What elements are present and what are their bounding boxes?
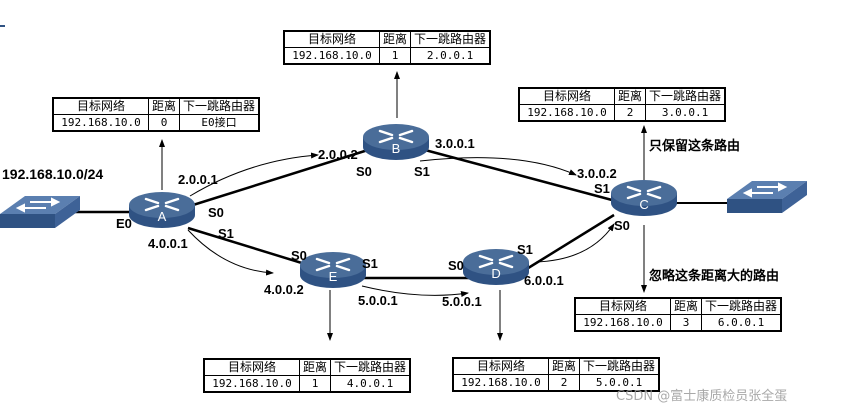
header-distance: 距离 <box>147 97 181 115</box>
header-next-hop: 下一跳路由器 <box>330 358 411 376</box>
switch-left <box>0 195 81 229</box>
routing-table-a: 目标网络 距离 下一跳路由器 192.168.10.0 0 E0接口 <box>52 97 261 132</box>
link-d-c <box>524 213 615 272</box>
corner-artifact <box>0 25 5 27</box>
router-d-label: D <box>491 266 500 281</box>
cell-distance: 2 <box>547 374 581 392</box>
link-a-e <box>187 226 319 270</box>
router-d[interactable]: D <box>461 247 531 287</box>
cell-distance: 0 <box>147 114 181 132</box>
d-s0-ip: 5.0.0.1 <box>442 294 482 309</box>
cell-network: 192.168.10.0 <box>52 114 149 132</box>
router-c[interactable]: C <box>609 178 679 218</box>
cell-network: 192.168.10.0 <box>283 47 380 65</box>
cell-network: 192.168.10.0 <box>574 314 671 332</box>
cell-network: 192.168.10.0 <box>518 104 615 122</box>
d-s1-ip: 6.0.0.1 <box>524 273 564 288</box>
header-network: 目标网络 <box>452 357 549 375</box>
routing-table-d: 目标网络 距离 下一跳路由器 192.168.10.0 2 5.0.0.1 <box>452 357 661 392</box>
router-e-label: E <box>329 269 338 284</box>
d-s1-label: S1 <box>517 242 533 257</box>
e-s1-label: S1 <box>362 256 378 271</box>
update-arrow-e-d <box>361 285 469 297</box>
header-next-hop: 下一跳路由器 <box>410 30 491 48</box>
network-label: 192.168.10.0/24 <box>2 166 104 182</box>
cell-distance: 3 <box>669 314 703 332</box>
header-next-hop: 下一跳路由器 <box>645 87 726 105</box>
cell-distance: 1 <box>298 375 332 393</box>
a-s1-label: S1 <box>218 226 234 241</box>
router-b[interactable]: B <box>361 122 431 162</box>
header-network: 目标网络 <box>283 30 380 48</box>
routing-table-b: 目标网络 距离 下一跳路由器 192.168.10.0 1 2.0.0.1 <box>283 30 492 65</box>
a-s0-ip: 2.0.0.1 <box>178 172 218 187</box>
b-s0-label: S0 <box>356 164 372 179</box>
b-s0-ip: 2.0.0.2 <box>318 147 358 162</box>
update-arrow-b-c <box>419 157 577 176</box>
update-arrow-a-e <box>187 229 274 276</box>
cell-next-hop: 6.0.0.1 <box>701 314 782 332</box>
header-distance: 距离 <box>547 357 581 375</box>
b-s1-label: S1 <box>414 164 430 179</box>
c-s1-ip: 3.0.0.2 <box>577 166 617 181</box>
update-arrow-d-c <box>535 223 615 263</box>
header-network: 目标网络 <box>203 358 300 376</box>
header-network: 目标网络 <box>518 87 615 105</box>
header-network: 目标网络 <box>574 297 671 315</box>
header-network: 目标网络 <box>52 97 149 115</box>
cell-distance: 2 <box>613 104 647 122</box>
a-s0-label: S0 <box>208 205 224 220</box>
a-e0-label: E0 <box>116 216 132 231</box>
b-s1-ip: 3.0.0.1 <box>435 136 475 151</box>
cell-network: 192.168.10.0 <box>203 375 300 393</box>
header-next-hop: 下一跳路由器 <box>701 297 782 315</box>
routing-table-c-ignored: 目标网络 距离 下一跳路由器 192.168.10.0 3 6.0.0.1 <box>574 297 783 332</box>
e-s1-ip: 5.0.0.1 <box>358 293 398 308</box>
header-distance: 距离 <box>613 87 647 105</box>
routing-table-c-kept: 目标网络 距离 下一跳路由器 192.168.10.0 2 3.0.0.1 <box>518 87 727 122</box>
cell-next-hop: 4.0.0.1 <box>330 375 411 393</box>
a-s1-ip: 4.0.0.1 <box>148 236 188 251</box>
c-s0-label: S0 <box>614 218 630 233</box>
c-s1-label: S1 <box>594 181 610 196</box>
router-c-label: C <box>639 197 648 212</box>
keep-route-note: 只保留这条路由 <box>649 139 741 154</box>
ignore-route-note: 忽略这条距离大的路由 <box>649 269 780 284</box>
routing-table-e: 目标网络 距离 下一跳路由器 192.168.10.0 1 4.0.0.1 <box>203 358 412 393</box>
router-e[interactable]: E <box>298 250 368 290</box>
update-arrow-a-b <box>189 152 319 197</box>
cell-network: 192.168.10.0 <box>452 374 549 392</box>
cell-distance: 1 <box>378 47 412 65</box>
cell-next-hop: 2.0.0.1 <box>410 47 491 65</box>
router-a[interactable]: A <box>127 190 197 230</box>
header-distance: 距离 <box>669 297 703 315</box>
link-a-b <box>192 148 369 207</box>
cell-next-hop: 5.0.0.1 <box>579 374 660 392</box>
e-s0-label: S0 <box>291 248 307 263</box>
watermark: CSDN @富士康质检员张全蛋 <box>616 389 788 404</box>
d-s0-label: S0 <box>448 258 464 273</box>
header-distance: 距离 <box>298 358 332 376</box>
switch-right <box>726 180 808 214</box>
cell-next-hop: E0接口 <box>179 114 260 132</box>
e-s0-ip: 4.0.0.2 <box>264 282 304 297</box>
header-next-hop: 下一跳路由器 <box>179 97 260 115</box>
router-a-label: A <box>158 209 167 224</box>
cell-next-hop: 3.0.0.1 <box>645 104 726 122</box>
header-distance: 距离 <box>378 30 412 48</box>
router-b-label: B <box>392 141 401 156</box>
header-next-hop: 下一跳路由器 <box>579 357 660 375</box>
